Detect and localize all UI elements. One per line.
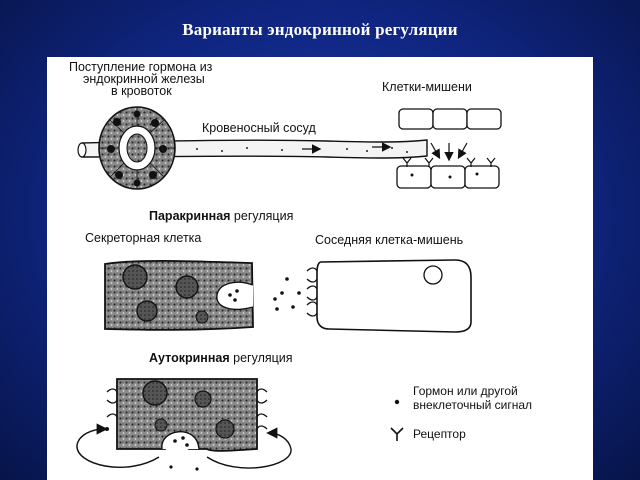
autocrine-title: Аутокринная регуляция [149,351,293,365]
regulation-diagram: Поступление гормона из эндокринной желез… [69,60,532,471]
autocrine-cell [106,378,268,452]
receptor-legend-icon [390,427,404,441]
regulation-figure: Поступление гормона из эндокринной желез… [47,57,593,480]
endocrine-label-line2: эндокринной железы [83,72,205,86]
vessel-label: Кровеносный сосуд [202,121,317,135]
target-cells-top [398,108,502,130]
target-cells-bottom [396,165,500,189]
neighbor-target-cell [306,259,472,333]
autocrine-loop-arrows [76,423,292,469]
endocrine-gland [98,106,176,190]
paracrine-signal-dots [273,277,301,311]
secretory-cell [104,259,254,331]
endocrine-label-line1: Поступление гормона из [69,60,213,74]
legend-receptor: Рецептор [413,427,466,441]
target-cells-receptors [402,142,496,167]
legend-hormone-line2: внеклеточный сигнал [413,398,532,412]
neighbor-target-label: Соседняя клетка-мишень [315,233,463,247]
endocrine-label-line3: в кровоток [111,84,172,98]
legend-hormone-line1: Гормон или другой [413,384,518,398]
hormone-legend-marker [394,399,400,405]
legend: Гормон или другой внеклеточный сигнал Ре… [390,384,532,441]
slide-title: Варианты эндокринной регуляции [182,20,458,39]
paracrine-title-bold: Паракринная [149,209,230,223]
autocrine-title-bold: Аутокринная [149,351,230,365]
paracrine-title-rest: регуляция [230,209,293,223]
target-cells-label: Клетки-мишени [382,80,472,94]
autocrine-title-rest: регуляция [230,351,293,365]
paracrine-title: Паракринная регуляция [149,209,293,223]
secretory-cell-label: Секреторная клетка [85,231,201,245]
